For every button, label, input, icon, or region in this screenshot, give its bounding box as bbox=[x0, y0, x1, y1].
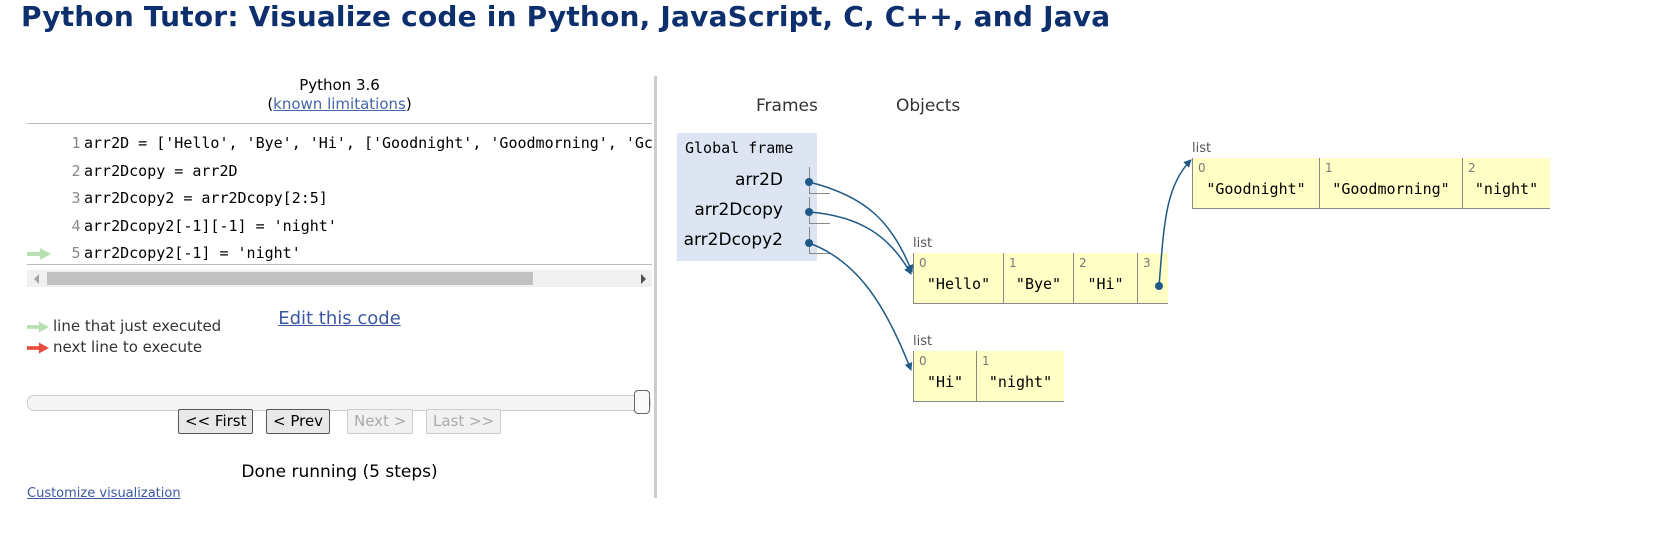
first-button[interactable]: << First bbox=[178, 409, 254, 434]
scroll-left-icon[interactable] bbox=[34, 274, 39, 284]
list-object-slice: 0 "Hi" 1 "night" bbox=[913, 351, 1064, 402]
list-value: "Goodmorning" bbox=[1332, 180, 1450, 198]
legend-just-executed: line that just executed bbox=[27, 317, 221, 335]
legend-next-line-label: next line to execute bbox=[53, 338, 203, 356]
execution-status: Done running (5 steps) bbox=[241, 462, 438, 482]
legend-next-line: next line to execute bbox=[27, 338, 202, 356]
edit-code-link[interactable]: Edit this code bbox=[278, 308, 401, 329]
list-value: "Hi" bbox=[926, 373, 964, 391]
line-number: 4 bbox=[71, 216, 81, 235]
pane-divider[interactable] bbox=[654, 76, 657, 498]
list-value: "Goodnight" bbox=[1206, 180, 1306, 198]
page-title: Python Tutor: Visualize code in Python, … bbox=[21, 0, 1111, 33]
list-value: "Hi" bbox=[1087, 275, 1124, 293]
list-cell: 3 bbox=[1137, 253, 1168, 303]
list-value: "Bye" bbox=[1015, 275, 1062, 293]
list-index: 3 bbox=[1143, 256, 1151, 270]
list-value: "night" bbox=[1474, 180, 1539, 198]
list-cell: 1 "Goodmorning" bbox=[1319, 158, 1462, 208]
list-type-label: list bbox=[913, 334, 933, 349]
code-line: 4 arr2Dcopy2[-1][-1] = 'night' bbox=[27, 213, 652, 241]
green-arrow-icon bbox=[27, 321, 49, 332]
list-index: 0 bbox=[919, 256, 927, 270]
line-number: 5 bbox=[71, 244, 81, 262]
code-line: 3 arr2Dcopy2 = arr2Dcopy[2:5] bbox=[27, 185, 652, 213]
list-index: 1 bbox=[1325, 161, 1333, 175]
list-cell: 1 "Bye" bbox=[1003, 253, 1073, 303]
line-number: 1 bbox=[71, 134, 81, 152]
slider-handle[interactable] bbox=[634, 390, 650, 414]
code-line: 1 arr2D = ['Hello', 'Bye', 'Hi', ['Goodn… bbox=[27, 130, 652, 158]
list-cell: 0"Goodnight" bbox=[1192, 158, 1319, 208]
scroll-right-icon[interactable] bbox=[641, 274, 646, 284]
next-button[interactable]: Next > bbox=[347, 409, 414, 434]
list-cell: 1 "night" bbox=[976, 351, 1064, 401]
customize-visualization-link[interactable]: Customize visualization bbox=[27, 486, 181, 501]
list-object-inner: 0"Goodnight" 1 "Goodmorning" 2 "night" bbox=[1192, 158, 1550, 209]
list-cell: 2 "night" bbox=[1462, 158, 1550, 208]
limits-open-paren: ( bbox=[267, 95, 274, 113]
list-index: 0 bbox=[1198, 161, 1206, 175]
line-code: arr2Dcopy2[-1][-1] = 'night' bbox=[84, 216, 337, 235]
line-number: 2 bbox=[71, 161, 81, 180]
list-index: 0 bbox=[919, 354, 927, 368]
global-frame: Global frame arr2D arr2Dcopy arr2Dcopy2 bbox=[677, 133, 830, 261]
red-arrow-icon bbox=[27, 342, 49, 353]
language-label: Python 3.6 bbox=[299, 76, 380, 94]
scrollbar-thumb[interactable] bbox=[47, 272, 533, 285]
variable-pointer-cell bbox=[809, 227, 830, 254]
prev-button[interactable]: < Prev bbox=[266, 409, 331, 434]
list-index: 2 bbox=[1468, 161, 1476, 175]
variable-pointer-cell bbox=[809, 167, 830, 194]
list-type-label: list bbox=[1192, 141, 1212, 156]
list-object-main: 0 "Hello" 1 "Bye" 2"Hi" 3 bbox=[913, 253, 1168, 304]
code-lines: 1 arr2D = ['Hello', 'Bye', 'Hi', ['Goodn… bbox=[27, 130, 652, 265]
variable-name: arr2Dcopy2 bbox=[683, 230, 783, 250]
list-type-label: list bbox=[913, 236, 933, 251]
horizontal-scrollbar[interactable] bbox=[27, 270, 652, 287]
just-executed-arrow-icon bbox=[27, 248, 51, 260]
legend-just-executed-label: line that just executed bbox=[53, 317, 222, 335]
visualization-pane: Frames Objects Global frame arr2D arr2Dc… bbox=[660, 76, 1672, 516]
list-cell: 0 "Hi" bbox=[913, 351, 976, 401]
list-value: "Hello" bbox=[926, 275, 991, 293]
list-cell: 2"Hi" bbox=[1073, 253, 1137, 303]
line-code: arr2Dcopy2 = arr2Dcopy[2:5] bbox=[84, 189, 328, 207]
line-code: arr2Dcopy = arr2D bbox=[84, 161, 238, 180]
list-index: 1 bbox=[1009, 256, 1017, 270]
pointer-arrow-arr2Dcopy2 bbox=[808, 242, 913, 371]
last-button[interactable]: Last >> bbox=[426, 409, 502, 434]
line-code: arr2Dcopy2[-1] = 'night' bbox=[84, 244, 301, 262]
code-line: 5 arr2Dcopy2[-1] = 'night' bbox=[27, 240, 652, 264]
list-cell: 0 "Hello" bbox=[913, 253, 1003, 303]
code-display: 1 arr2D = ['Hello', 'Bye', 'Hi', ['Goodn… bbox=[27, 123, 652, 343]
variable-name: arr2D bbox=[734, 170, 783, 190]
known-limitations-link[interactable]: known limitations bbox=[273, 95, 406, 113]
line-code: arr2D = ['Hello', 'Bye', 'Hi', ['Goodnig… bbox=[84, 134, 652, 152]
list-index: 1 bbox=[982, 354, 990, 368]
global-frame-title: Global frame bbox=[685, 139, 794, 157]
list-value: "night" bbox=[988, 373, 1053, 391]
variable-pointer-cell bbox=[809, 197, 830, 224]
variable-name: arr2Dcopy bbox=[694, 200, 783, 220]
limitations-line: (known limitations) bbox=[27, 95, 652, 114]
code-pane: Python 3.6 (known limitations) 1 arr2D =… bbox=[27, 76, 652, 501]
line-number: 3 bbox=[71, 189, 81, 207]
objects-header: Objects bbox=[896, 96, 961, 116]
code-line: 2 arr2Dcopy = arr2D bbox=[27, 158, 652, 186]
limits-close-paren: ) bbox=[405, 95, 412, 113]
execution-slider[interactable] bbox=[27, 390, 651, 414]
list-index: 2 bbox=[1079, 256, 1087, 270]
frames-header: Frames bbox=[756, 96, 818, 116]
